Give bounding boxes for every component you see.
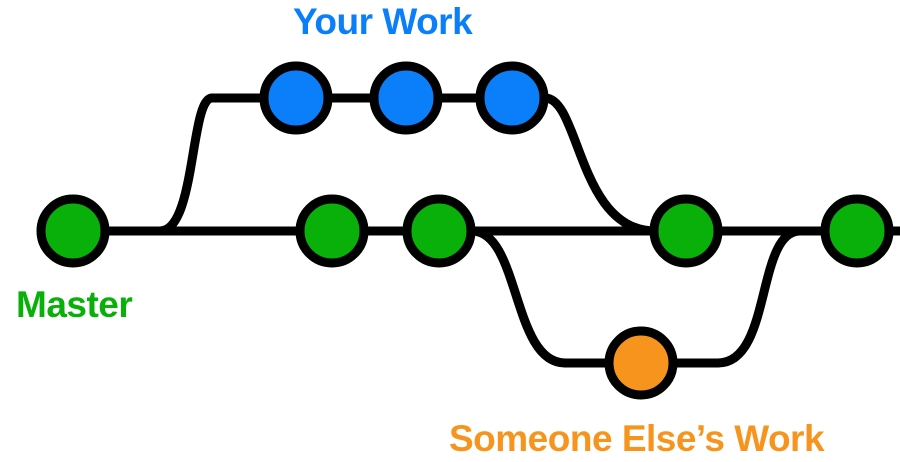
commit-node-y2[interactable] — [369, 61, 443, 135]
commit-node-s1[interactable] — [604, 326, 678, 400]
commit-node-y1[interactable] — [259, 61, 333, 135]
commit-nodes-layer — [36, 61, 894, 400]
edge-branch-out-your-work — [155, 93, 217, 236]
edges-layer — [68, 93, 900, 368]
commit-node-m2[interactable] — [295, 194, 369, 268]
edge-merge-in-your-work — [540, 93, 660, 236]
commit-node-m4[interactable] — [649, 194, 723, 268]
commit-node-m5[interactable] — [820, 194, 894, 268]
branch-label-someone-elses-work: Someone Else’s Work — [449, 418, 825, 459]
commit-node-m1[interactable] — [36, 194, 110, 268]
edge-branch-out-someone — [467, 226, 570, 368]
commit-node-m3[interactable] — [402, 194, 476, 268]
edge-merge-in-someone — [713, 226, 805, 368]
branch-label-your-work: Your Work — [293, 1, 473, 42]
branch-label-master: Master — [16, 284, 133, 325]
commit-node-y3[interactable] — [475, 61, 549, 135]
